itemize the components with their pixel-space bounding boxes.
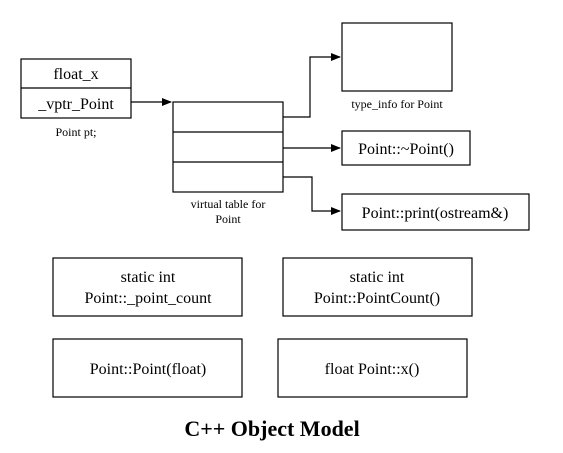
print-label: Point::print(ostream&) [362,205,509,222]
print-function: Point::print(ostream&) [341,193,530,231]
static-point-count-box [52,257,243,317]
print-box [341,193,530,231]
constructor: Point::Point(float) [52,338,243,398]
type-info: type_info for Point [341,22,453,111]
x-accessor-label: float Point::x() [325,361,420,378]
virtual-table: virtual table for Point [172,101,284,226]
print-arrow [283,176,341,215]
destructor-box [341,130,471,166]
constructor-box [52,338,243,398]
destructor-label: Point::~Point() [358,141,454,158]
type-info-label: type_info for Point [351,97,443,111]
vtable-box [172,101,284,193]
vtable-label-line1: virtual table for [191,197,266,211]
x-accessor: float Point::x() [277,338,468,398]
object-instance: float_x _vptr_Point Point pt; [20,58,132,139]
static-pointcount-function: static int Point::PointCount() [282,257,473,317]
vtable-label-line2: Point [215,212,241,226]
destructor: Point::~Point() [341,130,471,166]
constructor-label: Point::Point(float) [90,361,206,378]
x-accessor-box [277,338,468,398]
static-pointcount-line1: static int [350,269,405,286]
object-instance-label: Point pt; [55,125,96,139]
field-float-x: float_x [53,66,98,83]
static-point-count-line1: static int [121,269,176,286]
field-vptr-point: _vptr_Point [37,96,114,113]
diagram-title: C++ Object Model [184,416,359,441]
type-info-box [341,22,453,92]
static-pointcount-line2: Point::PointCount() [314,290,440,307]
type-info-arrow [283,53,341,118]
static-point-count-line2: Point::_point_count [84,290,212,307]
static-pointcount-box [282,257,473,317]
static-point-count: static int Point::_point_count [52,257,243,317]
